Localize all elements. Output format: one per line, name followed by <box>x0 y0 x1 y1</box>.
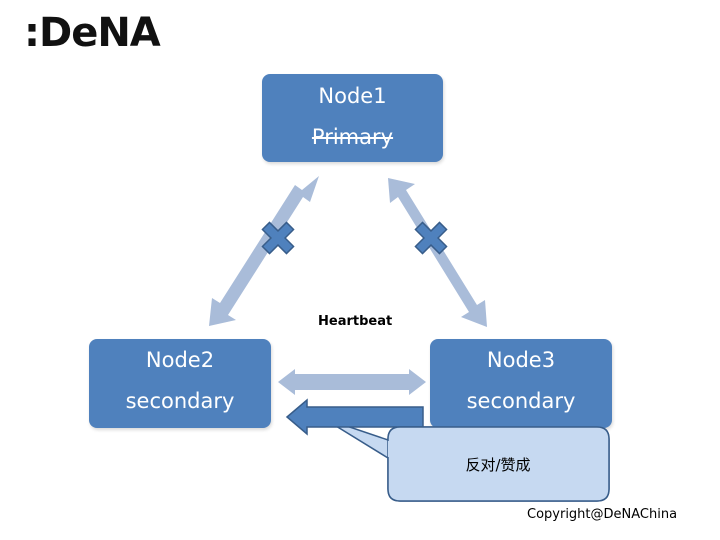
callout-text: 反对/赞成 <box>465 456 531 474</box>
node1-role: Primary <box>311 125 394 149</box>
node3-name: Node3 <box>486 348 556 372</box>
node3-box: Node3 secondary <box>430 339 612 428</box>
x-mark-icon <box>261 221 295 255</box>
node1-box: Node1 Primary <box>262 74 443 162</box>
heartbeat-label: Heartbeat <box>318 314 393 329</box>
node2-box: Node2 secondary <box>89 339 271 428</box>
vote-arrow <box>285 398 424 436</box>
node3-role: secondary <box>466 389 576 413</box>
node1-name: Node1 <box>318 84 387 108</box>
heartbeat-double-arrow <box>278 369 426 395</box>
x-mark-icon <box>414 221 448 255</box>
dena-logo: :DeNA <box>24 10 161 56</box>
copyright-text: Copyright@DeNAChina <box>527 507 678 522</box>
link-node1-node2 <box>209 176 319 326</box>
link-node1-node3 <box>388 178 487 327</box>
callout-body <box>387 426 610 502</box>
double-arrow-node1-node2 <box>209 176 319 326</box>
node2-name: Node2 <box>145 348 215 372</box>
node2-role: secondary <box>125 389 235 413</box>
